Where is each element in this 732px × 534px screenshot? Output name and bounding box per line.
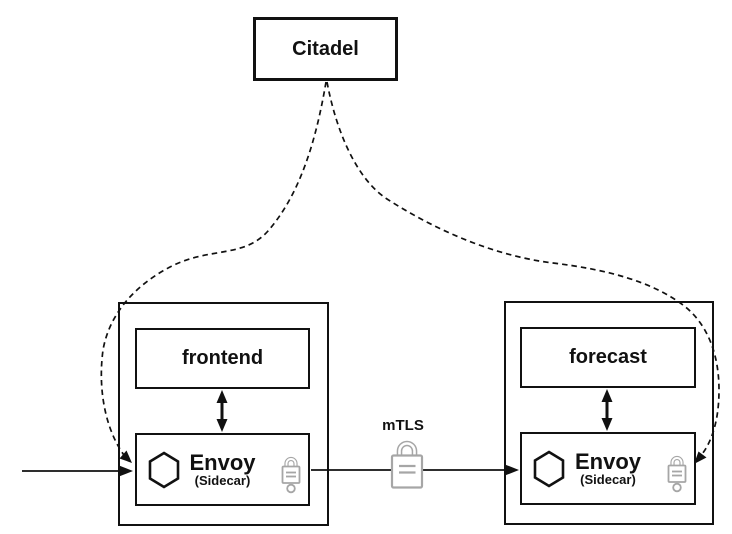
envoy-label: Envoy: [189, 449, 256, 475]
envoy-sidecar-box-frontend: Envoy (Sidecar): [135, 433, 310, 506]
envoy-label-block: Envoy (Sidecar): [189, 449, 256, 489]
envoy-role-label: (Sidecar): [580, 472, 636, 488]
service-label: forecast: [569, 346, 647, 368]
service-box-forecast: forecast: [520, 327, 696, 388]
padlock-icon: [667, 455, 687, 493]
service-label: frontend: [181, 347, 264, 369]
envoy-sidecar-box-forecast: Envoy (Sidecar): [520, 432, 696, 505]
citadel-box: Citadel: [253, 17, 398, 81]
envoy-label-block: Envoy (Sidecar): [574, 448, 642, 488]
envoy-label: Envoy: [574, 448, 642, 474]
envoy-hexagon-icon: [533, 449, 565, 488]
envoy-role-label: (Sidecar): [194, 473, 251, 489]
citadel-label: Citadel: [292, 37, 359, 60]
mtls-label: mTLS: [382, 417, 424, 434]
envoy-hexagon-icon: [148, 450, 180, 489]
mtls-lock-icon: [390, 440, 424, 489]
service-box-frontend: frontend: [135, 328, 310, 389]
padlock-icon: [281, 456, 301, 494]
